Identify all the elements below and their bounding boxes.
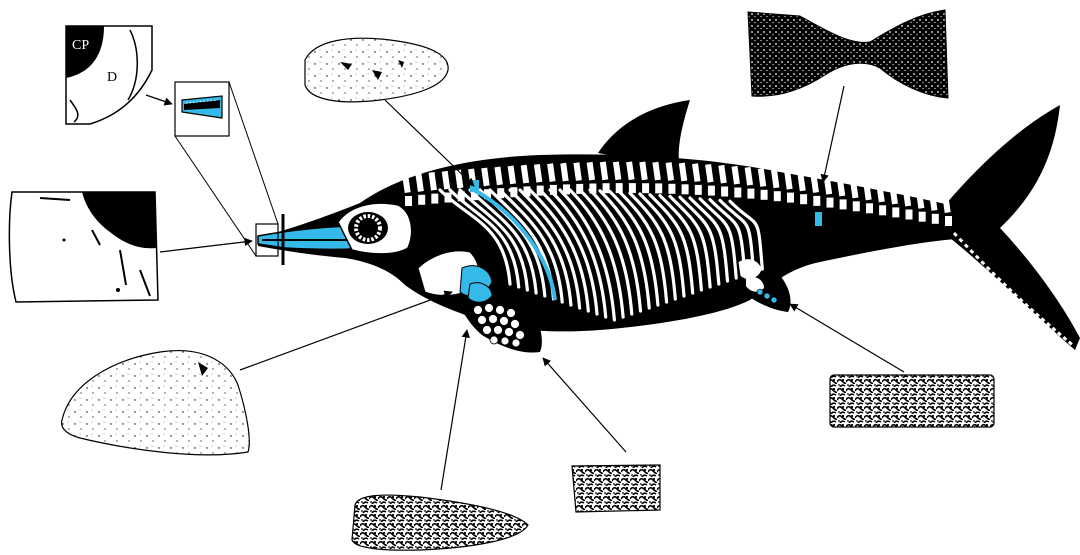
vertebral-centrum bbox=[708, 186, 715, 196]
vertebral-centrum bbox=[418, 195, 425, 205]
hindlimb-bone-section bbox=[830, 375, 994, 427]
vertebral-centrum bbox=[787, 193, 794, 203]
tail-lower-lobe bbox=[950, 228, 1080, 350]
vertebral-centrum bbox=[827, 198, 834, 208]
vertebral-centrum bbox=[906, 210, 913, 220]
label-cp: CP bbox=[72, 38, 89, 53]
vertebral-centrum bbox=[721, 187, 728, 197]
arrow-jaw-lower-to-snout bbox=[160, 241, 252, 252]
vertebral-centrum bbox=[800, 194, 807, 204]
jaw-section-lower bbox=[9, 192, 158, 302]
vertebral-centrum bbox=[866, 203, 873, 213]
magnification-line-top bbox=[229, 82, 278, 224]
vertebral-centrum bbox=[761, 190, 768, 200]
dorsal-rib bbox=[470, 180, 479, 192]
vertebral-centrum bbox=[734, 188, 741, 198]
vertebral-centrum bbox=[774, 191, 781, 201]
ichthyosaur-silhouette bbox=[258, 100, 1080, 353]
magnification-line-bottom bbox=[175, 136, 256, 256]
caudal-vertebra-section bbox=[748, 10, 948, 98]
vertebral-centrum bbox=[655, 183, 662, 193]
vertebral-centrum bbox=[840, 199, 847, 209]
jaw-section-upper: CP D bbox=[66, 26, 152, 124]
vertebral-centrum bbox=[668, 184, 675, 194]
arrow-coracoid bbox=[240, 292, 452, 370]
vertebral-centrum bbox=[431, 194, 438, 204]
vertebral-centrum bbox=[919, 212, 926, 222]
coracoid-section bbox=[62, 351, 250, 455]
vertebral-centrum bbox=[682, 184, 689, 194]
vertebral-centrum bbox=[932, 214, 939, 224]
vertebral-centrum bbox=[879, 205, 886, 215]
vertebral-centrum bbox=[813, 196, 820, 206]
vertebral-centrum bbox=[945, 216, 952, 226]
tail-stock-vertebra bbox=[815, 212, 822, 226]
vertebral-centrum bbox=[695, 185, 702, 195]
arrow-humerus bbox=[441, 330, 467, 490]
vertebral-centrum bbox=[747, 189, 754, 199]
vertebral-centrum bbox=[853, 201, 860, 211]
label-d: D bbox=[107, 70, 117, 85]
tail-upper-lobe bbox=[945, 105, 1060, 228]
rib-section bbox=[305, 38, 448, 102]
arrow-hindlimb bbox=[790, 304, 904, 372]
forelimb-bone-section bbox=[572, 465, 660, 512]
snout-magnification bbox=[175, 82, 229, 136]
vertebral-centrum bbox=[642, 183, 649, 193]
arrow-caudal bbox=[823, 86, 844, 182]
humerus-section bbox=[352, 495, 528, 550]
vertebral-centrum bbox=[629, 183, 636, 193]
vertebral-centrum bbox=[892, 207, 899, 217]
vertebral-centrum bbox=[405, 196, 412, 206]
arrow-forelimb-phalanx bbox=[543, 358, 626, 452]
